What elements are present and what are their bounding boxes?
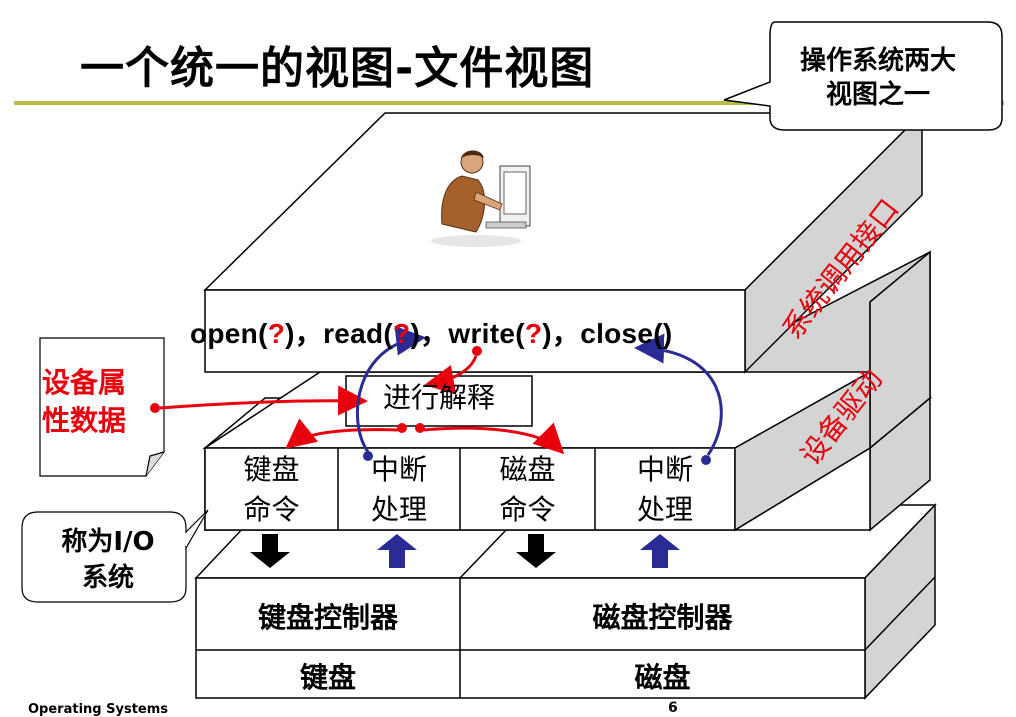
slide-title: 一个统一的视图-文件视图 bbox=[80, 43, 595, 94]
person-at-computer-icon bbox=[431, 150, 531, 247]
api-param-q: ? bbox=[393, 318, 411, 349]
api-read: read( bbox=[323, 318, 394, 349]
callout-text: 操作系统两大 视图之一 bbox=[758, 44, 998, 112]
driver-cell-disk-interrupt: 中断 处理 bbox=[636, 453, 693, 526]
callout-bubble bbox=[723, 21, 1003, 131]
callout-line-1: 操作系统两大 bbox=[799, 46, 956, 76]
footer-page-number: 6 bbox=[668, 700, 678, 716]
blue-interrupt-arrows bbox=[355, 325, 723, 465]
down-arrow-icon bbox=[516, 534, 556, 568]
io-callout-bubble bbox=[21, 511, 187, 603]
driver-cells bbox=[204, 370, 871, 532]
command-down-arrows bbox=[250, 534, 556, 568]
io-system-note: 称为I/O 系统 bbox=[61, 527, 155, 593]
disk-device-label: 磁盘 bbox=[634, 661, 691, 694]
up-arrow-icon bbox=[377, 534, 417, 568]
down-arrow-icon bbox=[250, 534, 290, 568]
device-attrs-note: 设备属 性数据 bbox=[42, 366, 127, 437]
api-param-q: ? bbox=[524, 318, 543, 349]
keyboard-controller-label: 键盘控制器 bbox=[257, 601, 398, 634]
api-param-q: ? bbox=[267, 318, 286, 349]
api-write: write( bbox=[448, 318, 525, 349]
interpreter-label: 进行解释 bbox=[382, 381, 495, 414]
footer-course: Operating Systems bbox=[28, 702, 169, 717]
up-arrow-icon bbox=[640, 534, 680, 568]
driver-cell-disk-command: 磁盘 命令 bbox=[499, 453, 556, 526]
api-close: close() bbox=[580, 318, 673, 349]
title-rule bbox=[14, 101, 1004, 105]
api-open: open( bbox=[190, 318, 268, 349]
driver-cell-keyboard-command: 键盘 命令 bbox=[243, 453, 300, 526]
interrupt-up-arrows bbox=[377, 534, 680, 568]
red-flow-arrows bbox=[150, 346, 565, 455]
disk-controller-label: 磁盘控制器 bbox=[592, 601, 733, 634]
callout-line-2: 视图之一 bbox=[825, 80, 930, 110]
keyboard-device-label: 键盘 bbox=[299, 661, 356, 694]
syscall-api-line: open(?)，read(?)，write(?)，close() bbox=[190, 318, 673, 349]
note-fold bbox=[145, 451, 165, 477]
driver-cell-keyboard-interrupt: 中断 处理 bbox=[370, 453, 427, 526]
